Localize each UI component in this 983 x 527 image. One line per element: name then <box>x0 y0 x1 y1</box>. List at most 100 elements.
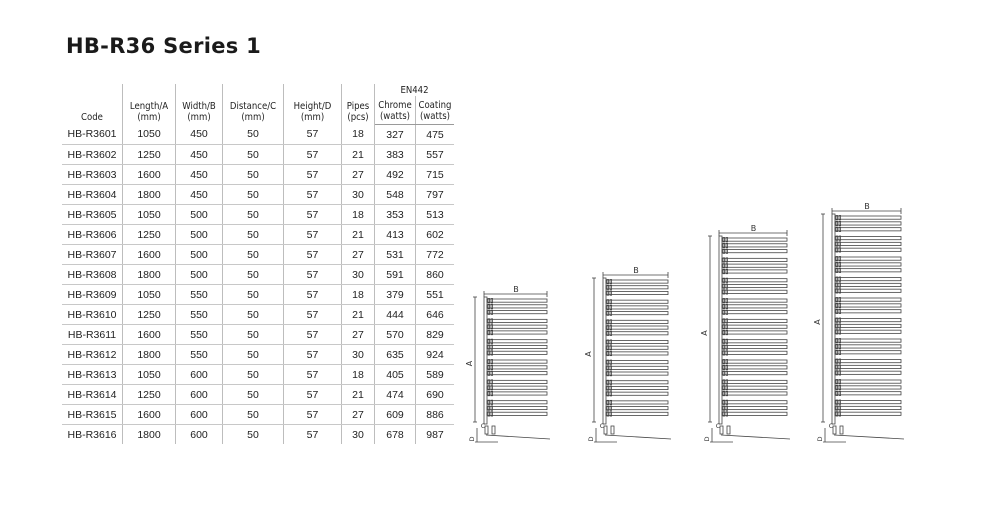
pipe-tube <box>834 411 902 416</box>
pipe-clamp <box>725 338 729 344</box>
cell-distance: 50 <box>222 224 284 245</box>
cell-pipes: 18 <box>341 204 375 225</box>
cell-distance: 50 <box>222 144 284 165</box>
pipe-clamp <box>490 303 494 310</box>
pipe-tube <box>486 304 548 309</box>
pipe-clamp <box>609 405 613 411</box>
header-width-unit: (mm) <box>187 111 211 123</box>
cell-height: 57 <box>283 384 342 405</box>
label-d: D <box>468 436 476 441</box>
pipe-tube <box>605 380 669 385</box>
cell-width: 600 <box>175 384 223 405</box>
page-title: HB-R36 Series 1 <box>66 34 262 58</box>
pipe-clamp <box>835 364 839 370</box>
cell-coating: 589 <box>415 364 454 385</box>
collector-bar <box>831 213 836 425</box>
cell-chrome: 609 <box>374 404 416 425</box>
header-height-unit: (mm) <box>300 111 325 123</box>
cell-coating: 513 <box>415 204 454 225</box>
cell-width: 500 <box>175 264 223 285</box>
pipe-clamp <box>609 325 613 331</box>
pipe-clamp <box>838 276 842 282</box>
header-chrome-unit: (watts) <box>379 111 411 122</box>
cell-code: HB-R3605 <box>62 204 123 225</box>
label-a: A <box>465 360 474 366</box>
cell-chrome: 678 <box>374 424 416 444</box>
pipe-clamp <box>838 323 842 329</box>
pipe-tube <box>605 305 669 310</box>
cell-pipes: 27 <box>341 324 375 345</box>
pipe-tube <box>605 391 669 396</box>
pipe-clamp <box>725 257 729 263</box>
pipe-clamp <box>722 344 726 350</box>
header-coating-label: Coating <box>418 100 452 111</box>
label-d: D <box>703 436 711 441</box>
cell-width: 450 <box>175 164 223 185</box>
pipe-clamp <box>606 279 610 285</box>
pipe-tube <box>834 350 902 355</box>
cell-pipes: 21 <box>341 144 375 165</box>
cell-coating: 602 <box>415 224 454 245</box>
pipe-clamp <box>725 411 729 417</box>
pipe-clamp <box>838 343 842 350</box>
pipe-clamp <box>606 319 610 325</box>
pipe-tube <box>834 338 902 343</box>
pipe-clamp <box>838 302 842 309</box>
pipe-clamp <box>487 359 491 365</box>
pipe-clamp <box>722 318 726 324</box>
pipe-tube <box>486 359 548 364</box>
cell-code: HB-R3604 <box>62 184 123 205</box>
pipe-tube <box>834 344 902 349</box>
pipe-tube <box>486 385 548 390</box>
pipe-tube <box>834 282 902 287</box>
pipe-tube <box>605 386 669 390</box>
cell-code: HB-R3603 <box>62 164 123 185</box>
cell-coating: 886 <box>415 404 454 425</box>
cell-chrome: 353 <box>374 204 416 225</box>
pipe-tube <box>721 278 788 283</box>
cell-chrome: 531 <box>374 244 416 265</box>
pipe-tube <box>486 339 548 344</box>
pipe-tube <box>834 400 902 405</box>
pipe-clamp <box>838 288 842 294</box>
header-length-label: Length/A <box>129 100 169 112</box>
pipe-clamp <box>606 411 610 417</box>
pipe-clamp <box>835 226 839 232</box>
pipe-clamp <box>725 277 729 283</box>
cell-pipes: 30 <box>341 344 375 365</box>
pipe-clamp <box>490 364 494 371</box>
pipe-clamp <box>835 297 839 303</box>
header-length-unit: (mm) <box>137 111 161 123</box>
pipe-clamp <box>606 350 610 357</box>
cell-distance: 50 <box>222 304 284 325</box>
pipe-tube <box>721 371 788 376</box>
cell-chrome: 474 <box>374 384 416 405</box>
cell-distance: 50 <box>222 204 284 225</box>
pipe-tube <box>834 215 902 220</box>
pipe-clamp <box>838 364 842 370</box>
cell-code: HB-R3606 <box>62 224 123 245</box>
pipe-tube <box>834 323 902 328</box>
header-coating-unit: (watts) <box>419 111 451 122</box>
pipe-tube <box>486 345 548 350</box>
pipe-clamp <box>838 297 842 303</box>
cell-length: 1250 <box>122 144 176 165</box>
valve-right <box>491 425 496 435</box>
pipe-tube <box>721 379 788 384</box>
pipe-clamp <box>722 248 726 254</box>
pipe-clamp <box>606 391 610 397</box>
label-b: B <box>751 224 757 233</box>
pipe-clamp <box>835 256 839 262</box>
pipe-clamp <box>487 370 491 376</box>
pipe-tube <box>834 359 902 364</box>
pipe-clamp <box>725 344 729 350</box>
pipe-tube <box>486 330 548 335</box>
